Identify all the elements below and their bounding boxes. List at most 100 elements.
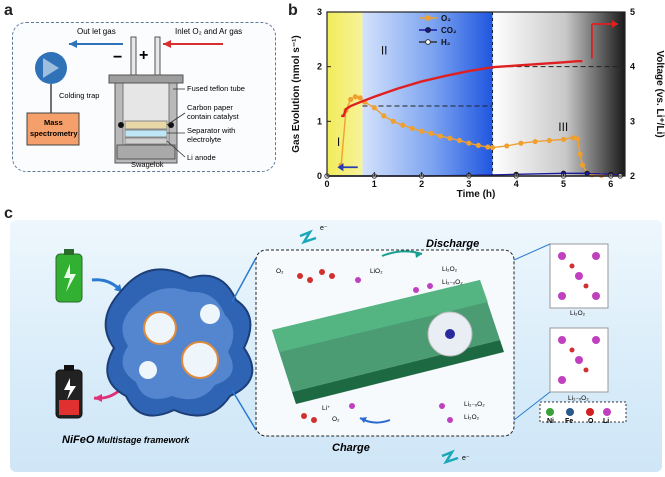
li-plus-label: Li⁺	[322, 405, 331, 412]
series-0-point	[409, 125, 415, 132]
panel-c-background: Discharge Charge NiFeO Multistage framew…	[10, 220, 662, 472]
mechanism-drawing	[55, 229, 627, 465]
minus-terminal: −	[113, 49, 123, 66]
li2o2-bottom-label: Li₂O₂	[464, 414, 480, 421]
x-tick-label: 6	[608, 179, 613, 189]
y-tick-label: 0	[317, 171, 322, 181]
framework-title-rest: Multistage framework	[94, 435, 190, 445]
y2-tick-label: 5	[630, 7, 635, 17]
series-0-point	[475, 142, 481, 148]
mass-spec-label-line2: spectrometry	[30, 129, 78, 138]
crystal-bottom-label: Li₂₋ₓO₂	[568, 395, 589, 402]
stage-region-1	[327, 12, 363, 176]
series-0-point	[575, 136, 581, 142]
series-0-point	[489, 144, 496, 151]
carbon-paper-label-line1: Carbon paper	[187, 103, 233, 112]
x-tick-label: 5	[561, 179, 566, 189]
series-0-point	[466, 140, 472, 146]
electron-bottom: e⁻	[462, 455, 470, 462]
legend-o: O	[588, 418, 594, 425]
y-axis-left-title: Gas Evolution (nmol s⁻¹)	[291, 35, 302, 153]
y-tick-label: 2	[317, 62, 322, 72]
y-tick-label: 3	[317, 7, 322, 17]
fused-tube-label: Fused teflon tube	[187, 84, 245, 93]
panel-b-letter: b	[288, 2, 298, 19]
element-legend-box	[539, 401, 627, 423]
legend-li: Li	[603, 418, 610, 425]
stage-label-1: I	[337, 135, 340, 149]
right-axis-arrowhead	[611, 20, 618, 29]
series-0-point	[456, 137, 463, 144]
series-0-point	[400, 122, 406, 128]
x-axis-title: Time (h)	[457, 189, 496, 200]
framework-title: NiFeO Multistage framework	[62, 434, 189, 446]
series-0-point	[532, 138, 538, 145]
legend-fe: Fe	[565, 418, 574, 425]
panel-a-frame: Out let gas Inlet O₂ and Ar gas − + Cold…	[12, 22, 276, 172]
apparatus-drawing	[26, 36, 223, 164]
stage-label-2: II	[381, 43, 388, 57]
left-axis-arrowhead	[337, 163, 344, 172]
li2xo2-bottom-label: Li₂₋ₓO₂	[464, 401, 485, 408]
li2o2-top-label: Li₂O₂	[442, 266, 458, 273]
lio2-label: LiO₂	[370, 268, 383, 275]
o2-top-label: O₂	[276, 268, 284, 275]
series-0-point	[390, 118, 396, 124]
legend-label: O₂	[441, 14, 451, 23]
legend-marker	[425, 39, 431, 45]
x-tick-label: 3	[466, 179, 471, 189]
mass-spec-label-line1: Mass	[44, 118, 63, 127]
discharge-label: Discharge	[426, 238, 480, 250]
series-line-3	[341, 60, 583, 118]
series-0-point	[357, 95, 363, 101]
carbon-paper-label-line2: contain catalyst	[187, 112, 239, 121]
x-tick-label: 0	[324, 179, 329, 189]
series-0-point	[546, 137, 552, 144]
y2-tick-label: 4	[630, 62, 635, 72]
series-line-0	[340, 95, 621, 177]
series-0-point	[437, 133, 444, 139]
legend-label: CO₂	[441, 26, 457, 35]
panel-c-letter: c	[4, 205, 13, 222]
series-1-point	[584, 170, 590, 176]
li-anode-label: Li anode	[187, 153, 216, 162]
inlet-gas-label: Inlet O₂ and Ar gas	[175, 27, 243, 36]
series-0-point	[504, 143, 510, 149]
series-0-point	[419, 128, 425, 134]
series-0-point	[348, 96, 354, 103]
series-0-point	[577, 151, 583, 157]
mass-spectrometer-box	[26, 112, 80, 146]
discharging-bolt-icon	[64, 378, 76, 400]
series-0-point	[428, 130, 434, 136]
legend-label: H₂	[441, 38, 451, 47]
plot-frame	[326, 11, 626, 177]
colding-trap-label: Colding trap	[59, 91, 100, 100]
series-0-point	[352, 94, 358, 100]
stage-region-3	[492, 12, 625, 176]
series-0-point	[485, 144, 491, 150]
y-axis-right-title: Voltage (vs. Li⁺/Li)	[654, 50, 665, 137]
o2-bottom-label: O₂	[332, 416, 340, 423]
separator-layer	[124, 129, 168, 138]
li2xo2-top-label: Li₂₋ₓO₂	[442, 279, 463, 286]
panel-a-letter: a	[4, 2, 13, 19]
series-0-point	[518, 140, 524, 146]
charging-bolt-icon	[64, 264, 76, 292]
x-tick-label: 1	[372, 179, 377, 189]
legend-ni: Ni	[547, 418, 554, 425]
plus-terminal: +	[139, 47, 149, 64]
crystal-top-label: Li₂O₂	[570, 310, 586, 317]
charge-label: Charge	[332, 442, 370, 454]
series-0-point	[579, 162, 586, 168]
y2-tick-label: 3	[630, 116, 635, 126]
swagelok-label: Swagelok	[131, 160, 164, 169]
legend-marker	[425, 15, 431, 21]
li-anode-layer	[124, 137, 168, 145]
stage-label-3: III	[558, 120, 568, 134]
separator-label-line1: Separator with	[187, 126, 236, 135]
x-tick-label: 4	[514, 179, 519, 189]
electron-top: e⁻	[320, 225, 328, 232]
x-tick-label: 2	[419, 179, 424, 189]
outlet-gas-label: Out let gas	[77, 27, 116, 36]
framework-title-bold: NiFeO	[62, 434, 95, 446]
